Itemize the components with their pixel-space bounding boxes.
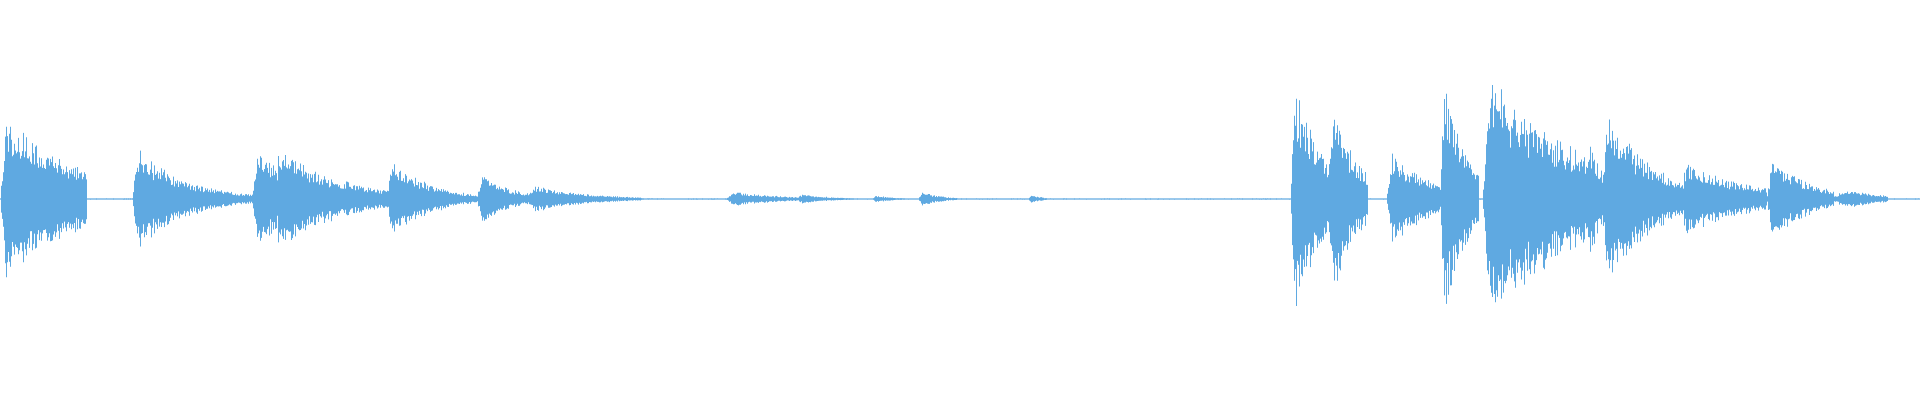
- waveform-bars: [0, 85, 1920, 306]
